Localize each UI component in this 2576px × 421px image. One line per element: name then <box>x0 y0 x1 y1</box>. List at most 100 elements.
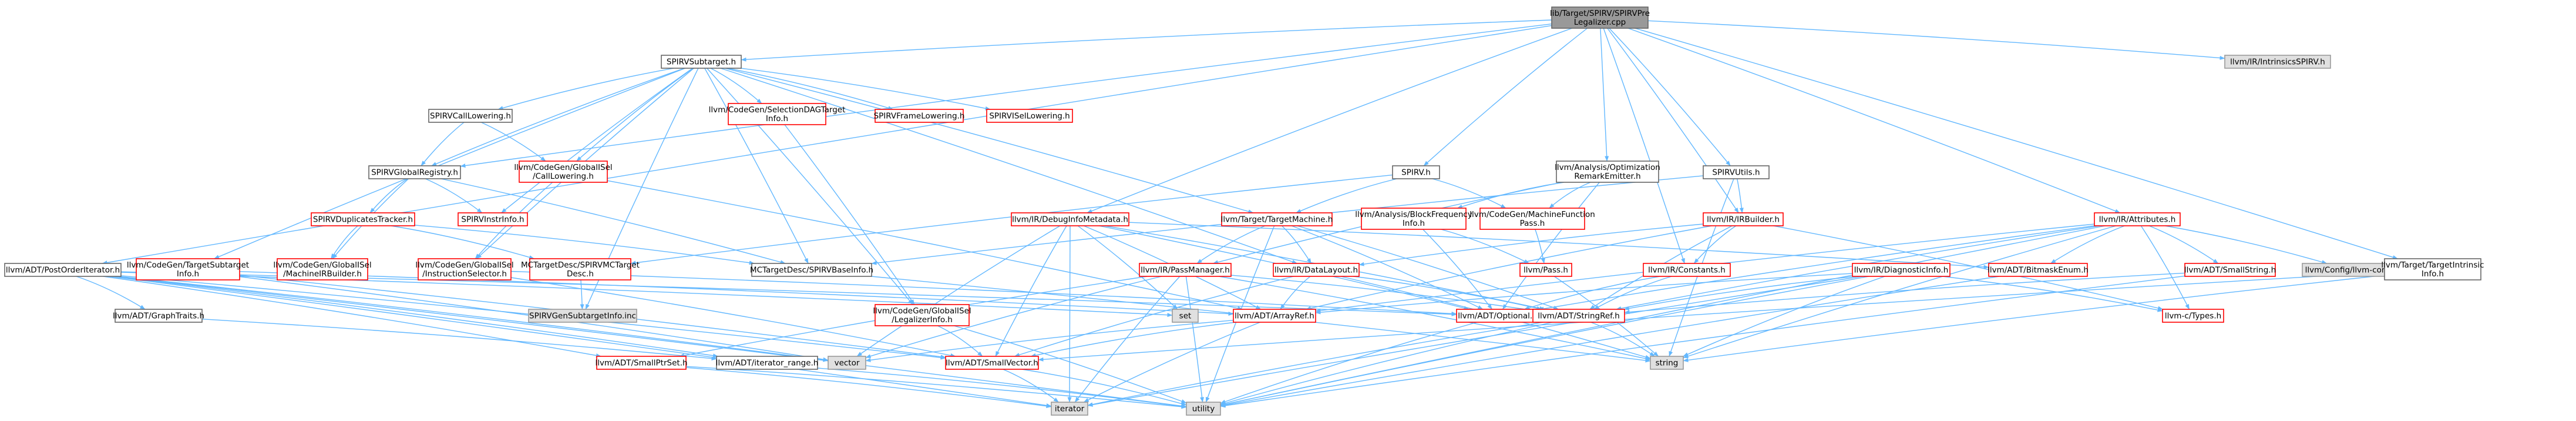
edge-subtarget-to-instrinfo <box>501 68 693 213</box>
node-framelowering[interactable]: SPIRVFrameLowering.h <box>874 109 965 123</box>
node-optremark[interactable]: llvm/Analysis/OptimizationRemarkEmitter.… <box>1555 161 1660 183</box>
node-optional[interactable]: llvm/ADT/Optional.h <box>1456 309 1539 323</box>
node-label: Info.h <box>177 269 199 279</box>
edge-passmanager-to-string <box>1218 276 1651 361</box>
edge-globalregistry-to-instrinfo <box>425 178 483 213</box>
node-box <box>751 263 872 277</box>
node-box <box>115 309 203 323</box>
node-label: llvm/CodeGen/GlobalISel <box>415 260 513 270</box>
node-legalizerinfo[interactable]: llvm/CodeGen/GlobalISel/LegalizerInfo.h <box>873 304 971 326</box>
node-smallstring[interactable]: llvm/ADT/SmallString.h <box>2184 263 2276 277</box>
node-attributes[interactable]: llvm/IR/Attributes.h <box>2094 212 2181 226</box>
node-spirvutils[interactable]: SPIRVUtils.h <box>1703 165 1770 179</box>
node-box <box>2094 212 2181 226</box>
node-label: llvm/CodeGen/GlobalISel <box>273 260 371 270</box>
node-ctypes[interactable]: llvm-c/Types.h <box>2162 309 2224 323</box>
edge-calllowering-to-gisel_calllowering <box>481 122 546 162</box>
node-smallvector[interactable]: llvm/ADT/SmallVector.h <box>945 356 1039 370</box>
node-baseinfo[interactable]: MCTargetDesc/SPIRVBaseInfo.h <box>750 263 873 277</box>
edge-diaginfo-to-ctypes <box>1942 276 2163 312</box>
node-vector[interactable]: vector <box>828 356 866 370</box>
node-smallptrset[interactable]: llvm/ADT/SmallPtrSet.h <box>595 356 688 370</box>
node-arrayref[interactable]: llvm/ADT/ArrayRef.h <box>1233 309 1316 323</box>
node-instselector[interactable]: llvm/CodeGen/GlobalISel/InstructionSelec… <box>415 258 514 280</box>
node-subtargetinfo_inc[interactable]: SPIRVGenSubtargetInfo.inc <box>528 309 637 323</box>
node-iterator[interactable]: iterator <box>1051 402 1088 416</box>
node-constants[interactable]: llvm/IR/Constants.h <box>1643 263 1731 277</box>
edge-bitmaskenum-to-utility <box>1220 276 1999 407</box>
edge-root-to-debuginfometa <box>1087 28 1572 213</box>
node-targetmachine[interactable]: llvm/Target/TargetMachine.h <box>1221 212 1333 226</box>
node-gisel_calllowering[interactable]: llvm/CodeGen/GlobalISel/CallLowering.h <box>514 161 613 183</box>
node-passmanager[interactable]: llvm/IR/PassManager.h <box>1139 263 1232 277</box>
node-datalayout[interactable]: llvm/IR/DataLayout.h <box>1273 263 1360 277</box>
edge-mctargetdesc-to-subtargetinfo_inc <box>580 279 584 310</box>
node-label: SPIRVCallLowering.h <box>430 112 511 121</box>
edge-attributes-to-string <box>1683 225 2117 359</box>
edge-selectiondag-to-legalizerinfo <box>784 124 915 305</box>
node-box <box>1551 6 1649 29</box>
node-bitmaskenum[interactable]: llvm/ADT/BitmaskEnum.h <box>1988 263 2089 277</box>
edge-legalizerinfo-to-smallvector <box>937 325 983 357</box>
node-irbuilder[interactable]: llvm/IR/IRBuilder.h <box>1703 212 1784 226</box>
node-globalregistry[interactable]: SPIRVGlobalRegistry.h <box>368 165 461 179</box>
node-dupstracker[interactable]: SPIRVDuplicatesTracker.h <box>311 212 415 226</box>
node-set[interactable]: set <box>1172 309 1199 323</box>
edge-subtarget-to-calllowering <box>497 68 674 111</box>
node-box <box>1556 161 1659 183</box>
node-label: SPIRVInstrInfo.h <box>461 215 524 225</box>
node-iterator_range[interactable]: llvm/ADT/iterator_range.h <box>716 356 819 370</box>
node-spirv_h[interactable]: SPIRV.h <box>1392 165 1440 179</box>
node-graphtraits[interactable]: llvm/ADT/GraphTraits.h <box>113 309 204 323</box>
node-intrinsics[interactable]: llvm/IR/IntrinsicsSPIRV.h <box>2224 55 2331 69</box>
node-label: llvm/IR/PassManager.h <box>1141 266 1230 275</box>
node-label: Pass.h <box>1520 219 1545 228</box>
node-postorder[interactable]: llvm/ADT/PostOrderIterator.h <box>4 263 122 277</box>
node-box <box>875 109 964 123</box>
node-instrinfo[interactable]: SPIRVInstrInfo.h <box>458 212 528 226</box>
edge-spirv_h-to-mfpass <box>1432 178 1506 209</box>
node-utility[interactable]: utility <box>1186 402 1221 416</box>
edge-targetmachine-to-passmanager <box>1196 225 1266 264</box>
node-calllowering[interactable]: SPIRVCallLowering.h <box>428 109 513 123</box>
node-label: SPIRVSubtarget.h <box>667 58 736 67</box>
node-label: llvm/CodeGen/GlobalISel <box>873 306 971 316</box>
edge-debuginfometa-to-vector <box>856 225 1061 357</box>
edge-root-to-attributes <box>1627 28 2121 213</box>
edge-instselector-to-smallvector <box>510 277 956 357</box>
node-label: /MachineIRBuilder.h <box>283 269 362 279</box>
node-string[interactable]: string <box>1650 356 1684 370</box>
node-box <box>1051 402 1088 416</box>
edge-dupstracker-to-mctargetdesc <box>391 225 535 259</box>
node-llvmconfig[interactable]: llvm/Config/llvm-config.h <box>2302 263 2407 277</box>
node-label: llvm/ADT/BitmaskEnum.h <box>1988 266 2089 275</box>
node-label: llvm/IR/IRBuilder.h <box>1707 215 1780 225</box>
edge-irbuilder-to-arrayref <box>1306 225 1712 310</box>
node-mirbuilder[interactable]: llvm/CodeGen/GlobalISel/MachineIRBuilder… <box>273 258 372 280</box>
node-isellowering[interactable]: SPIRVISelLowering.h <box>986 109 1073 123</box>
edge-calllowering-to-globalregistry <box>421 122 465 166</box>
edge-root-to-globalregistry <box>460 24 1552 168</box>
node-box <box>596 356 687 370</box>
edge-attributes-to-llvmconfig <box>2165 225 2328 264</box>
node-stringref[interactable]: llvm/ADT/StringRef.h <box>1532 309 1625 323</box>
edge-arrayref-to-iterator <box>1083 322 1260 403</box>
node-pass_h[interactable]: llvm/Pass.h <box>1519 263 1572 277</box>
edge-stringref-to-string <box>1590 322 1655 357</box>
node-box <box>1519 263 1572 277</box>
node-label: llvm/Analysis/Optimization <box>1555 163 1660 172</box>
edge-instselector-to-optional <box>510 270 1457 316</box>
edge-diaginfo-to-stringref <box>1623 276 1856 310</box>
edge-targetintrinsic-to-string <box>1683 275 2385 362</box>
node-debuginfometa[interactable]: llvm/IR/DebugInfoMetadata.h <box>1011 212 1129 226</box>
node-diaginfo[interactable]: llvm/IR/DiagnosticInfo.h <box>1852 263 1951 277</box>
node-subtarget[interactable]: SPIRVSubtarget.h <box>661 55 742 69</box>
